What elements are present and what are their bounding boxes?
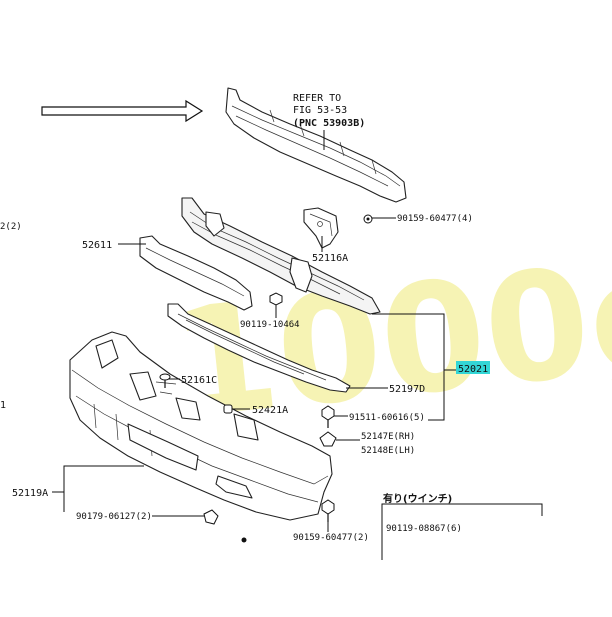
label-90159-60477-4: 90159-60477(4) [397,214,473,224]
lower-rail-52197d [167,303,351,393]
bolt-icon [269,292,283,312]
refer-note-line2: FIG 53-53 [293,105,347,116]
clip-icon [159,373,171,388]
winch-variant-title: 有り(ウインチ) [383,492,452,505]
label-90159-60477-2: 90159-60477(2) [293,533,369,543]
label-52161c: 52161C [181,375,217,386]
label-52148e-lh: 52148E(LH) [361,446,415,456]
grommet-icon [223,404,233,414]
label-52147e-rh: 52147E(RH) [361,432,415,442]
label-52197d: 52197D [389,384,425,395]
screw-icon [321,405,335,428]
direction-arrow-icon [41,99,204,123]
label-90179-06127-2: 90179-06127(2) [76,512,152,522]
label-90119-08867-6: 90119-08867(6) [386,524,462,534]
cut-label-top: 2(2) [0,222,22,232]
bracket-52116a [303,207,339,249]
label-52021: 52021 [458,364,488,375]
label-52421a: 52421A [252,405,288,416]
label-52611: 52611 [82,240,112,251]
label-91511-60616-5: 91511-60616(5) [349,413,425,423]
label-52119a: 52119A [12,488,48,499]
retainer-icon [319,431,337,447]
leader-lines [52,130,543,560]
clip-icon [203,509,219,525]
bolt-icon [241,537,247,543]
refer-note-line1: REFER TO [293,93,341,104]
label-52116a: 52116A [312,253,348,264]
bumper-reinforcement-upper [225,87,407,203]
bolt-icon [321,499,335,522]
bolt-icon [363,214,373,224]
bumper-reinforcement-main [181,197,381,315]
cut-label-mid: 1 [0,400,6,411]
bumper-cover-52119a [69,331,333,521]
refer-note-line3: (PNC 53903B) [293,118,365,129]
highlight-52021 [456,361,490,374]
absorber-52611 [139,235,253,311]
label-90119-10464: 90119-10464 [240,320,300,330]
